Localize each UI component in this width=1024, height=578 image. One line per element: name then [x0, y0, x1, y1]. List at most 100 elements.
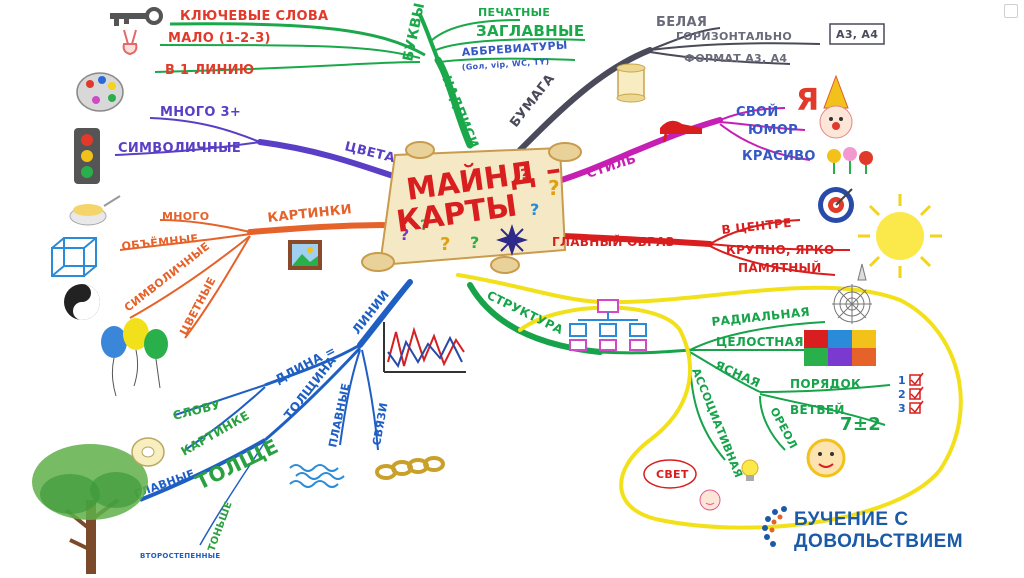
balloons-icon	[101, 318, 168, 397]
lightbulb-icon	[741, 459, 759, 481]
logo-line2: ДОВОЛЬСТВИЕМ	[794, 531, 964, 552]
branch-glavny-sub3	[709, 245, 836, 276]
branch-keywords-line	[169, 22, 426, 57]
nadpisi-item-keywords: КЛЮЧЕВЫЕ СЛОВА	[180, 9, 328, 24]
yin-yang-icon	[64, 284, 100, 320]
linii-item-vtor: ВТОРОСТЕПЕННЫЕ	[140, 552, 220, 560]
format-badge-text: А3, А4	[836, 28, 878, 41]
key-icon	[110, 7, 163, 26]
logo-swirl-icon	[762, 506, 787, 547]
branch-linii-tolshina	[264, 346, 362, 442]
svg-text:?: ?	[400, 225, 409, 244]
org-chart-icon	[569, 299, 647, 351]
branch-linii-plavnye	[339, 349, 361, 446]
nadpisi-item-1line: В 1 ЛИНИЮ	[165, 63, 254, 78]
svg-text:?: ?	[548, 176, 560, 200]
clown-icon	[819, 74, 853, 139]
tsveta-item-mnogo: МНОГО 3+	[160, 105, 241, 120]
flowers-icon	[827, 147, 873, 174]
branch-struktura-radial	[689, 321, 826, 351]
struktura-item-radial: РАДИАЛЬНАЯ	[711, 305, 811, 329]
glavny-item-pamyatny: ПАМЯТНЫЙ	[738, 260, 822, 275]
branch-tsveta-line	[257, 139, 408, 183]
svg-text:?: ?	[470, 233, 479, 252]
yellow-loop	[456, 273, 963, 530]
branch-malo-line	[159, 44, 421, 59]
branch-struktura-main	[599, 348, 691, 355]
chain-icon	[375, 456, 445, 480]
scroll-icon	[616, 63, 646, 103]
svet-bubble	[643, 459, 697, 489]
victory-hand-icon	[122, 29, 138, 56]
shoe-icon	[660, 120, 702, 143]
branch-tsveta-sub2	[114, 141, 261, 156]
branch-struktura-vetvei	[759, 393, 886, 426]
target-icon	[818, 187, 854, 223]
window-corner-box	[1004, 4, 1018, 18]
bumaga-item-format: ФОРМАТ А3, А4	[684, 52, 787, 65]
branch-stil-label: СТИЛЬ	[585, 152, 639, 182]
branch-struktura-oreol	[759, 395, 786, 451]
stil-item-yumor: ЮМОР	[748, 123, 798, 138]
palette-icon	[76, 72, 124, 112]
svg-text:Я: Я	[796, 83, 819, 118]
branch-bukvy-sub1	[431, 19, 521, 41]
branch-linii-svyazi	[361, 349, 379, 451]
branch-bumaga-sub1	[649, 27, 721, 51]
logo-line1: БУЧЕНИЕ С	[794, 509, 909, 530]
branch-tsveta-sub1	[149, 117, 261, 143]
tree-icon	[32, 444, 148, 578]
branch-stil-sub3	[719, 123, 811, 161]
glavny-item-center: В ЦЕНТРЕ	[721, 216, 792, 237]
star-icon	[496, 224, 528, 256]
struktura-item-7pm2: 7±2	[840, 414, 881, 435]
branch-struktura-yasnaya	[689, 351, 761, 393]
struktura-item-yasnaya: ЯСНАЯ	[713, 358, 763, 390]
logo-text: БУЧЕНИЕ С ДОВОЛЬСТВИЕМ	[794, 509, 963, 553]
format-badge	[829, 23, 885, 45]
struktura-item-svet: СВЕТ	[656, 468, 689, 481]
bowl-icon	[69, 195, 121, 226]
kartinki-item-mnogo: МНОГО	[162, 210, 209, 223]
stil-item-svoi: СВОЙ	[736, 104, 779, 120]
letter-ya-icon: Я	[796, 83, 819, 118]
branch-kartinki-sub1	[159, 219, 251, 233]
branch-stil-sub1	[719, 107, 786, 121]
branch-kartinki-label: КАРТИНКИ	[267, 202, 353, 226]
branch-linii-kartinke	[184, 386, 266, 451]
bumaga-item-horiz: ГОРИЗОНТАЛЬНО	[676, 30, 792, 43]
line-graph-icon	[383, 322, 466, 373]
svg-text:?: ?	[440, 234, 450, 255]
branch-stil-sub2	[719, 121, 806, 131]
tsveta-item-symbolic: СИМВОЛИЧНЫЕ	[118, 141, 241, 156]
branch-glavny-sub2	[709, 243, 851, 251]
central-scroll	[361, 141, 582, 274]
branch-kartinki-sub3	[129, 235, 251, 319]
linii-item-slovu: СЛОВУ	[171, 398, 222, 423]
branch-kartinki-sub4	[184, 235, 251, 339]
picture-frame-icon	[288, 240, 322, 270]
bukvy-item-zaglavnye: ЗАГЛАВНЫЕ	[476, 22, 584, 40]
sun-icon	[858, 194, 942, 278]
wave-icon	[289, 464, 345, 488]
branch-kartinki-line	[247, 222, 398, 235]
branch-bukvy-sub2	[435, 38, 586, 51]
branch-nadpisi-label: НАДПИСИ	[438, 74, 481, 151]
struktura-item-poryadok: ПОРЯДОК	[790, 377, 861, 391]
struktura-item-vetvei: ВЕТВЕЙ	[790, 402, 845, 417]
struktura-num-2: 2	[898, 388, 906, 401]
branch-bumaga-line	[517, 47, 653, 153]
face-icon	[806, 438, 846, 478]
linii-item-plavnye: ПЛАВНЫЕ	[326, 382, 352, 449]
branch-bumaga-sub2	[649, 42, 821, 51]
svg-text:?: ?	[420, 218, 428, 234]
question-marks: ? ? ? ? ? ? ?	[400, 165, 560, 255]
struktura-num-1: 1	[898, 374, 906, 387]
glavny-item-krupno: КРУПНО, ЯРКО	[726, 243, 835, 257]
branch-linii-dlina	[264, 343, 361, 387]
svg-text:?: ?	[520, 165, 529, 184]
bukvy-item-pechatnye: ПЕЧАТНЫЕ	[478, 6, 550, 19]
struktura-item-assoc: АССОЦИАТИВНАЯ	[689, 366, 745, 479]
branch-kartinki-sub2	[119, 233, 251, 251]
